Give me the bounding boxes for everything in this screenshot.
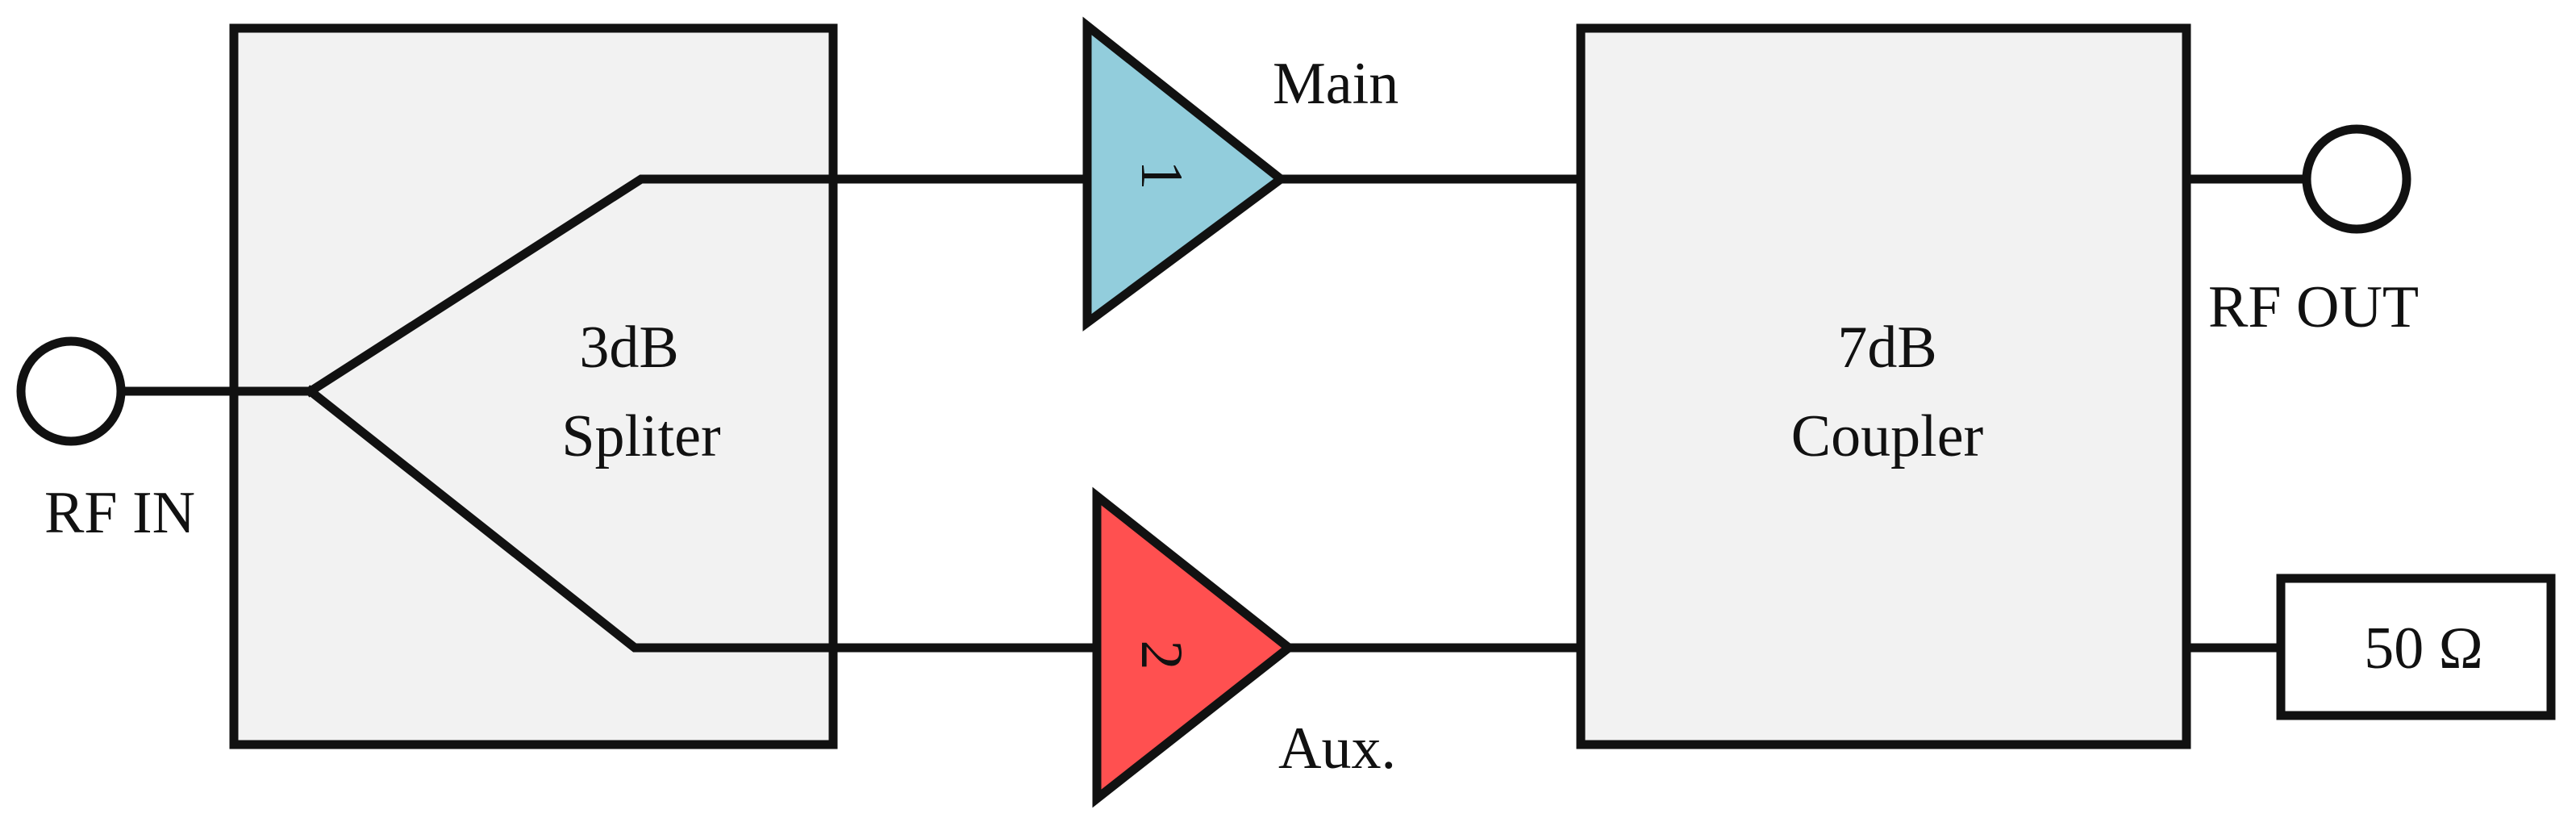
aux-amplifier-triangle	[1092, 486, 1296, 808]
splitter-label-line1: 3dB	[579, 315, 678, 381]
load-resistor-box	[2276, 574, 2556, 720]
coupler-label-line1: 7dB	[1837, 315, 1936, 381]
aux-amplifier-number: 2	[1128, 640, 1194, 670]
rf-out-label: RF OUT	[2208, 274, 2419, 340]
coupler-label-line2: Coupler	[1791, 403, 1983, 469]
main-amplifier-triangle	[1082, 16, 1289, 332]
load-resistor-label: 50 Ω	[2364, 615, 2483, 682]
rf-in-label: RF IN	[44, 480, 195, 546]
main-amplifier-label: Main	[1273, 51, 1398, 117]
rf-out-port-circle	[2302, 124, 2411, 234]
coupler-block	[1576, 23, 2191, 749]
main-amplifier-number: 1	[1128, 161, 1194, 190]
rf-in-port-circle	[16, 336, 126, 446]
splitter-upper-path	[304, 174, 1092, 398]
splitter-block	[229, 23, 838, 749]
splitter-lower-path	[304, 385, 1102, 653]
splitter-label-line2: Spliter	[561, 403, 720, 469]
aux-amplifier-label: Aux.	[1278, 716, 1396, 782]
